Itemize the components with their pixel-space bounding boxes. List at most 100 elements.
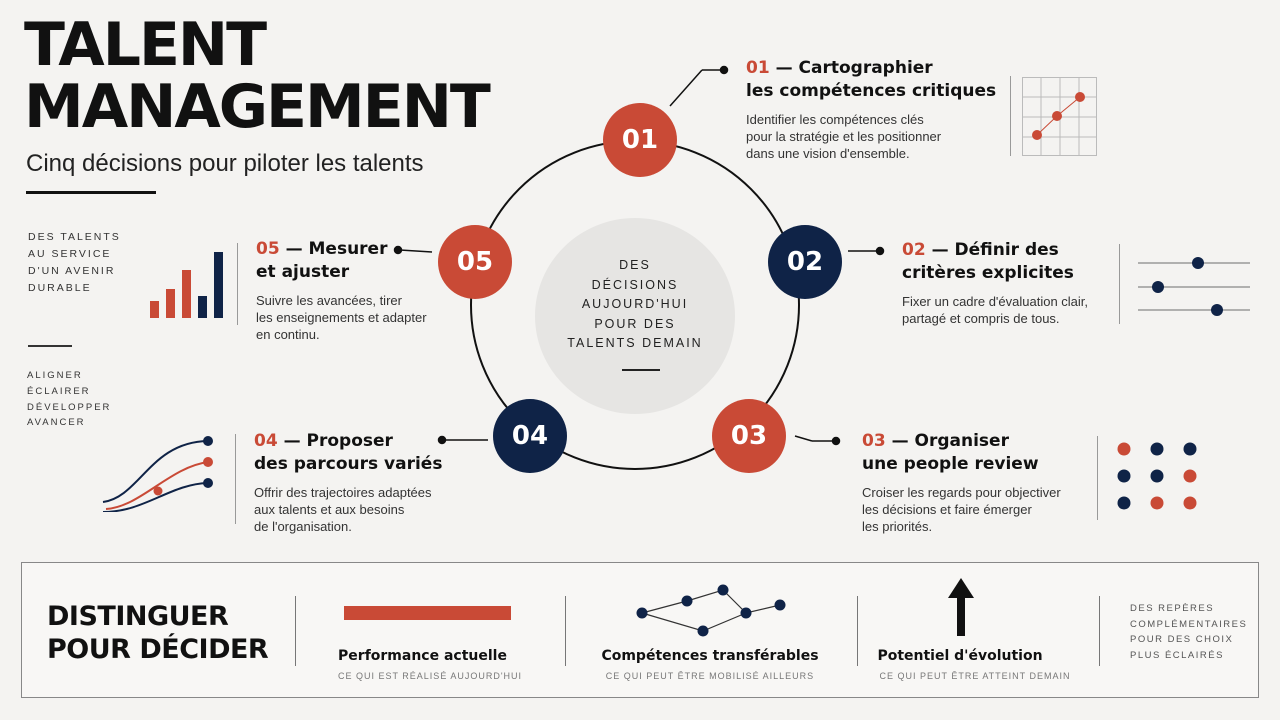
step-03-description: Croiser les regards pour objectiver les … [862,484,1061,535]
side-note-line: POUR DES CHOIX [1130,634,1234,645]
panel-separator [857,596,858,666]
dot-matrix-icon [1117,442,1197,510]
panel-separator [295,596,296,666]
distinguish-title-line1: DISTINGUER [47,601,229,632]
step-03-title-line2: une people review [862,454,1039,474]
tagline-line: D'UN AVENIR [28,265,116,277]
desc-line: de l'organisation. [254,519,352,534]
page-title: TALENT MANAGEMENT [24,10,491,138]
potential-caption: CE QUI PEUT ÊTRE ATTEINT DEMAIN [879,671,1071,681]
step-01-divider [1010,76,1011,156]
desc-line: en continu. [256,327,320,342]
step-03-title: 03 — Organiser [862,430,1061,453]
step-02-divider [1119,244,1120,324]
panel-side-note: DES REPÈRES COMPLÉMENTAIRES POUR DES CHO… [1130,601,1247,663]
step-02-title-text: — Définir des [925,240,1059,260]
step-05-title-line2: et ajuster [256,262,350,282]
desc-line: Croiser les regards pour objectiver [862,485,1061,500]
side-note-line: DES REPÈRES [1130,603,1215,614]
step-01-description: Identifier les compétences clés pour la … [746,111,996,162]
center-line: DÉCISIONS [591,277,679,292]
center-message: DES DÉCISIONS AUJOURD'HUI POUR DES TALEN… [535,256,735,354]
step-02-title: 02 — Définir des [902,239,1088,262]
step-01-title-line2: les compétences critiques [746,81,997,101]
center-disc [535,218,735,414]
performance-label: Performance actuelle [338,648,507,664]
step-04-title-line2: des parcours variés [254,454,443,474]
step-03-block: 03 — Organiser une people review Croiser… [862,430,1061,535]
step-node-05[interactable]: 05 [438,225,512,299]
step-node-04[interactable]: 04 [493,399,567,473]
sliders-icon [1138,257,1250,316]
paths-icon [102,436,213,512]
bar-chart-icon [150,252,223,318]
distinguish-panel [21,562,1259,698]
step-05-number: 05 [256,239,280,259]
verb-item: DÉVELOPPER [27,401,112,413]
verb-item: AVANCER [27,417,86,429]
sidebar-divider [28,345,72,347]
center-line: TALENTS DEMAIN [567,336,703,350]
distinguish-title-line2: POUR DÉCIDER [47,634,269,665]
desc-line: aux talents et aux besoins [254,502,405,517]
connector-03 [794,435,813,442]
desc-line: Fixer un cadre d'évaluation clair, [902,294,1089,309]
arrow-up-icon [948,578,974,636]
panel-separator [1099,596,1100,666]
tagline-line: AU SERVICE [28,248,112,260]
performance-bar-icon [344,606,511,620]
step-02-description: Fixer un cadre d'évaluation clair, parta… [902,293,1088,327]
desc-line: dans une vision d'ensemble. [746,146,910,161]
desc-line: les enseignements et adapter [256,310,427,325]
step-01-title-text: — Cartographier [769,58,933,78]
potential-label: Potentiel d'évolution [877,648,1043,664]
step-05-block: 05 — Mesurer et ajuster Suivre les avanc… [256,238,427,343]
step-05-title: 05 — Mesurer [256,238,427,261]
desc-line: les décisions et faire émerger [862,502,1032,517]
center-line: DES [619,258,651,272]
connector-01 [669,69,703,107]
tagline-line: DES TALENTS [28,231,121,243]
center-line: AUJOURD'HUI [581,297,689,311]
side-note-line: COMPLÉMENTAIRES [1130,618,1248,630]
step-05-title-text: — Mesurer [279,239,388,259]
step-02-title-line2: critères explicites [902,263,1074,283]
sidebar-tagline: DES TALENTS AU SERVICE D'UN AVENIR DURAB… [28,229,121,297]
step-node-03[interactable]: 03 [712,399,786,473]
step-04-title-text: — Proposer [277,431,393,451]
step-02-number: 02 [902,240,926,260]
step-05-divider [237,243,238,325]
step-04-title: 04 — Proposer [254,430,442,453]
step-01-block: 01 — Cartographier les compétences criti… [746,57,996,162]
desc-line: partagé et compris de tous. [902,311,1060,326]
transferable-label: Compétences transférables [601,648,819,664]
verb-item: ÉCLAIRER [27,385,91,397]
connector-lines [393,65,885,446]
performance-caption: CE QUI EST RÉALISÉ AUJOURD'HUI [337,671,523,681]
step-03-number: 03 [862,431,886,451]
network-icon [636,584,786,637]
step-03-divider [1097,436,1098,520]
desc-line: Suivre les avancées, tirer [256,293,402,308]
desc-line: pour la stratégie et les positionner [746,129,942,144]
step-node-01[interactable]: 01 [603,103,677,177]
transferable-caption: CE QUI PEUT ÊTRE MOBILISÉ AILLEURS [605,671,815,681]
step-node-02[interactable]: 02 [768,225,842,299]
page-subtitle: Cinq décisions pour piloter les talents [26,150,424,177]
subtitle-rule [26,191,156,194]
desc-line: Offrir des trajectoires adaptées [254,485,432,500]
step-02-block: 02 — Définir des critères explicites Fix… [902,239,1088,327]
verb-item: ALIGNER [27,370,83,381]
center-line: POUR DES [594,316,676,331]
grid-scatter-icon [1022,77,1097,156]
panel-separator [565,596,566,666]
desc-line: Identifier les compétences clés [746,112,924,127]
desc-line: les priorités. [862,519,933,534]
step-04-block: 04 — Proposer des parcours variés Offrir… [254,430,442,535]
step-04-number: 04 [254,431,278,451]
title-line-1: TALENT [24,10,267,80]
step-05-description: Suivre les avancées, tirer les enseignem… [256,292,427,343]
tagline-line: DURABLE [28,282,92,294]
distinguish-title: DISTINGUER POUR DÉCIDER [47,600,269,666]
step-04-divider [235,434,236,524]
